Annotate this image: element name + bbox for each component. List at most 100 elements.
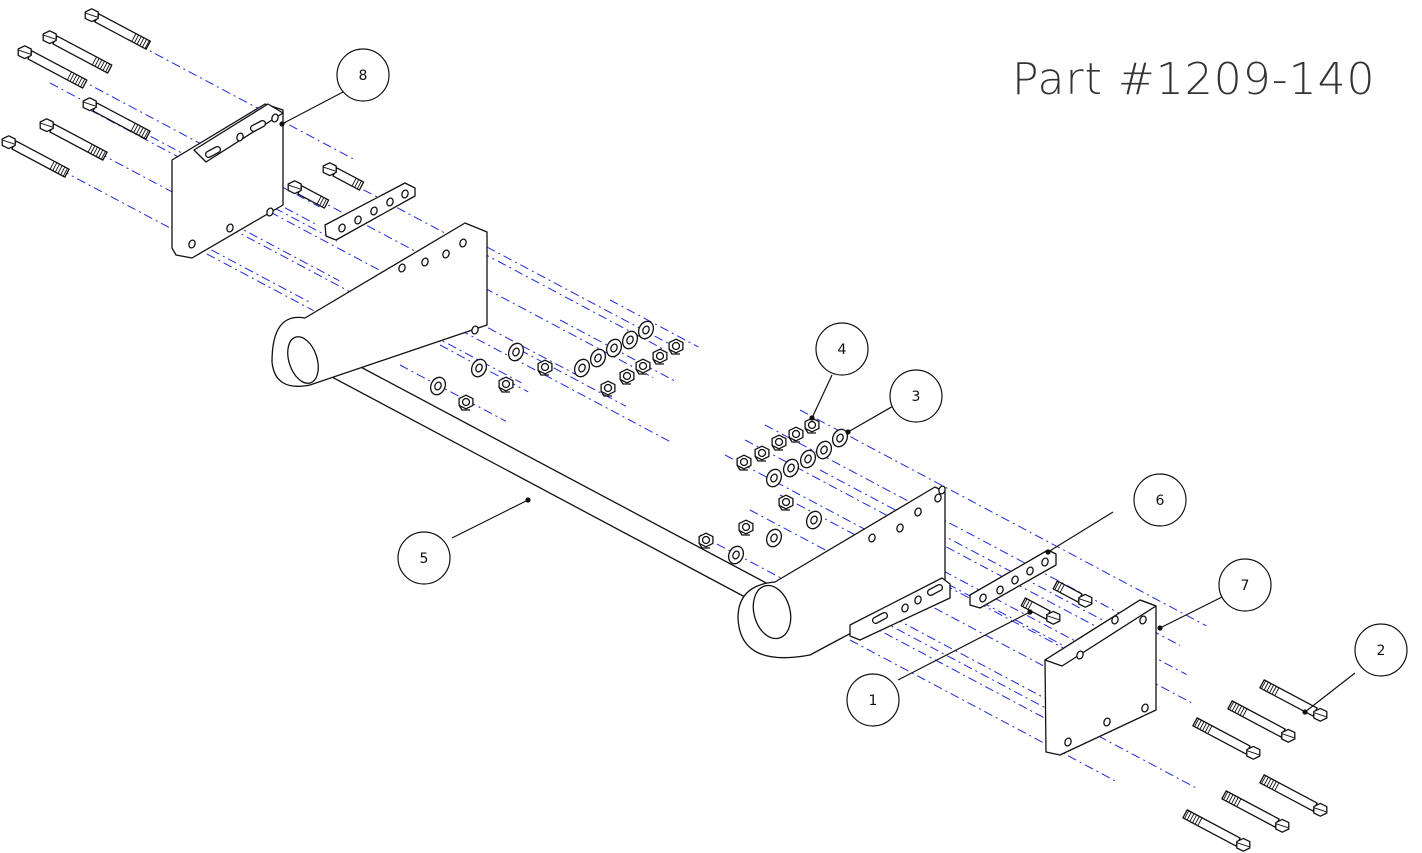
thread-hatch	[1271, 781, 1277, 790]
slot-hole	[204, 146, 222, 158]
slot-hole	[871, 612, 889, 624]
bolt-hole	[421, 257, 429, 267]
bolt-head-edge	[1237, 842, 1250, 848]
centerline	[699, 534, 1080, 738]
bolt-hole	[459, 238, 467, 248]
thread-hatch	[141, 128, 147, 138]
leader-line	[897, 611, 1031, 681]
callout-balloon-6: 6	[1133, 473, 1187, 527]
hex-nut	[668, 338, 684, 355]
nut-bore	[774, 437, 784, 447]
bolt-hole	[938, 485, 946, 495]
washer-hole	[475, 363, 483, 373]
thread-hatch	[87, 144, 93, 153]
centerline	[764, 424, 1181, 646]
thread-hatch	[1194, 718, 1200, 727]
bolt-hole	[914, 595, 922, 605]
centerline	[399, 364, 507, 422]
washer-hole	[810, 515, 818, 525]
bolt-head-edge	[1282, 733, 1295, 739]
bolt-shank	[1182, 809, 1241, 847]
flat-washer	[831, 428, 849, 448]
bolt-hole	[398, 263, 406, 273]
centerline	[469, 237, 683, 352]
hex-nut	[804, 417, 820, 434]
bolt-hole	[386, 197, 394, 207]
callout-balloon-8: 8	[336, 48, 390, 102]
bolt-hole	[236, 132, 244, 142]
hex-bolt	[1221, 790, 1290, 833]
thread-hatch	[1236, 798, 1242, 807]
leader-arrowhead	[1027, 609, 1033, 615]
flat-washer	[605, 338, 623, 358]
left-tube-end	[287, 336, 319, 384]
bolt-shank	[1221, 790, 1280, 828]
flat-washer	[799, 449, 817, 469]
nut-bore	[501, 379, 511, 389]
balloon-circle	[397, 531, 451, 585]
bolt-head-edge	[1047, 615, 1060, 621]
thread-hatch	[1189, 813, 1195, 822]
bolt-hole	[1103, 717, 1111, 727]
hex-bolt	[1259, 679, 1328, 722]
hex-nut	[619, 368, 635, 385]
thread-hatch	[144, 40, 150, 49]
slot-hole	[926, 584, 944, 596]
bolt-hole	[868, 533, 876, 543]
right-tube-bore	[752, 584, 792, 640]
parts-layer	[1, 8, 1328, 852]
bolt-hole	[914, 507, 922, 517]
leader-arrowhead	[1157, 625, 1163, 631]
washer-hole	[770, 533, 778, 543]
balloon-label: 6	[1156, 493, 1165, 509]
flat-washer	[637, 320, 655, 340]
leader-arrowhead	[1045, 549, 1051, 555]
main-cross-tube	[299, 339, 771, 606]
hex-bolt	[1020, 597, 1061, 625]
washer-hole	[804, 454, 812, 464]
nut-side	[771, 444, 783, 451]
bolt-shank	[1227, 700, 1286, 738]
nut-side	[498, 386, 510, 393]
bolt-hole	[1111, 615, 1119, 625]
nut-bore	[603, 383, 613, 393]
thread-hatch	[1231, 702, 1237, 712]
thread-hatch	[80, 78, 86, 88]
balloon-label: 1	[869, 693, 878, 709]
thread-hatch	[351, 177, 357, 187]
nut-bore	[655, 351, 665, 361]
bolt-hole	[338, 223, 346, 233]
flat-washer	[805, 510, 823, 530]
nut-bore	[461, 397, 471, 407]
bolt-hole	[401, 189, 409, 199]
thread-hatch	[138, 127, 144, 136]
leader-line	[281, 91, 344, 125]
thread-hatch	[321, 198, 327, 208]
washer-hole	[594, 353, 602, 363]
bolt-shank	[1192, 717, 1251, 755]
thread-hatch	[1263, 681, 1269, 691]
hex-bolt	[39, 118, 108, 161]
thread-hatch	[1274, 687, 1280, 696]
thread-hatch	[99, 60, 105, 70]
hex-nut	[736, 454, 752, 471]
thread-hatch	[95, 148, 101, 157]
thread-hatch	[1202, 722, 1208, 732]
leader-line	[811, 374, 833, 419]
washer-hole	[732, 550, 740, 560]
bolt-hole	[471, 325, 479, 335]
thread-hatch	[98, 149, 104, 159]
thread-hatch	[1269, 779, 1275, 789]
thread-hatch	[49, 161, 55, 170]
thread-hatch	[57, 165, 63, 174]
nut-bore	[781, 497, 791, 507]
thread-hatch	[60, 166, 66, 176]
thread-hatch	[1184, 810, 1190, 819]
bolt-hole	[896, 523, 904, 533]
right-mount-plate	[1044, 599, 1157, 756]
centerline	[849, 639, 1116, 782]
bolt-head-edge	[1314, 712, 1327, 718]
thread-hatch	[1192, 814, 1198, 824]
